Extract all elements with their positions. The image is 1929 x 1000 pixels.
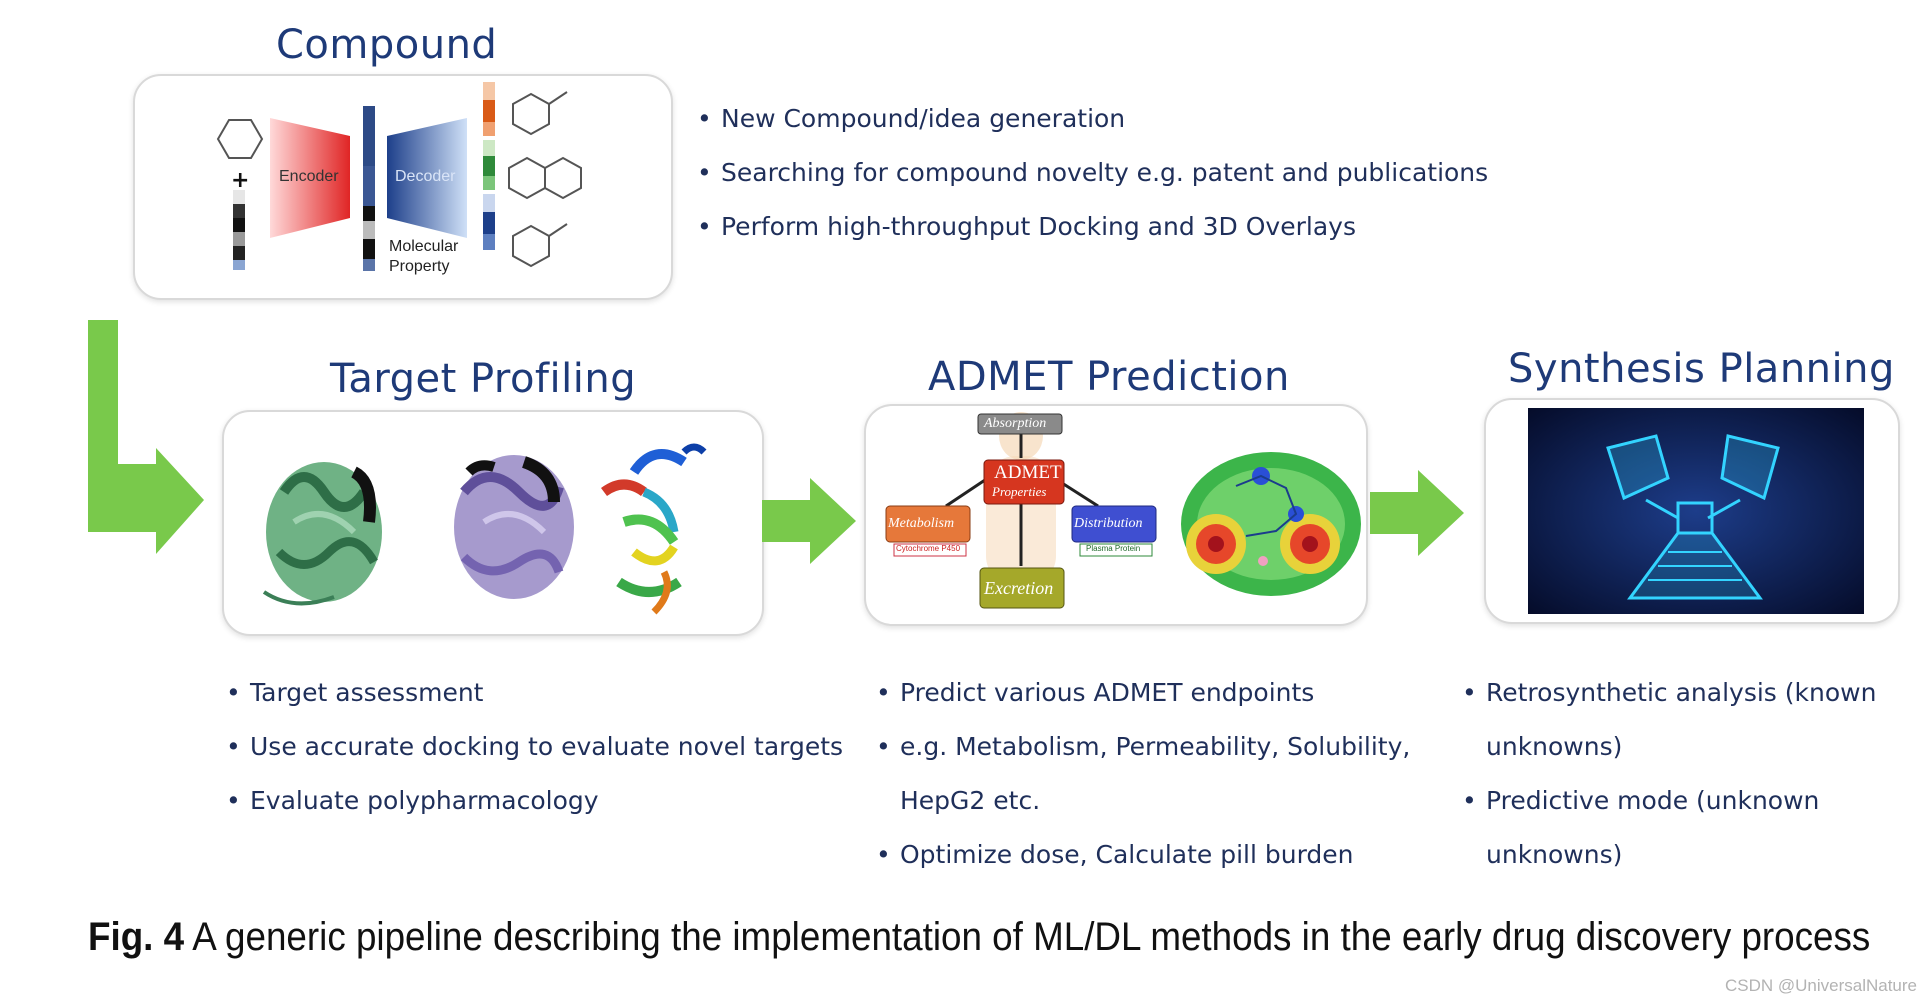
metabolism-label: Metabolism [888,516,955,531]
target-bullets: Target assessment Use accurate docking t… [226,666,843,828]
molecular-surface-icon [1181,452,1361,596]
encoder-label: Encoder [279,168,339,185]
input-fingerprint-bar [233,190,245,270]
admet-bullets: Predict various ADMET endpoints e.g. Met… [876,666,1410,882]
rainbow-protein-icon [601,443,707,615]
latent-vector-bar [363,106,375,271]
green-protein-icon [262,462,382,606]
list-item: Target assessment [226,666,843,720]
list-item: Perform high-throughput Docking and 3D O… [697,200,1488,254]
figure-caption-text: A generic pipeline describing the implem… [184,915,1871,959]
list-item: Use accurate docking to evaluate novel t… [226,720,843,774]
molecular-property-label-line1: Molecular [389,238,459,255]
list-item: HepG2 etc. [900,786,1041,815]
figure-caption: Fig. 4 A generic pipeline describing the… [88,915,1870,960]
list-item: Predictive mode (unknown [1462,774,1876,828]
metabolism-sub-label: Cytochrome P450 [896,544,961,553]
list-item: Evaluate polypharmacology [226,774,843,828]
compound-bullets: New Compound/idea generation Searching f… [697,92,1488,254]
admet-panel: Absorption ADMET Properties Metabolism C… [864,404,1368,626]
synthesis-title: Synthesis Planning [1508,346,1895,392]
output-property-bars [483,82,495,250]
excretion-box [979,567,1065,609]
compound-title: Compound [276,22,498,68]
figure-caption-label: Fig. 4 [88,915,185,959]
protein-structures-graphic [262,443,707,615]
synthesis-panel [1484,398,1900,624]
watermark: CSDN @UniversalNature [1724,976,1917,995]
synthesis-bullets: Retrosynthetic analysis (known unknowns)… [1462,666,1876,882]
list-item: Searching for compound novelty e.g. pate… [697,146,1488,200]
flow-arrow-admet-to-synthesis [1370,470,1464,556]
flow-arrow-target-to-admet [762,478,856,564]
purple-protein-icon [454,455,574,599]
decoder-label: Decoder [395,168,456,185]
excretion-label: Excretion [984,578,1054,598]
distribution-label: Distribution [1074,516,1143,531]
decoder-shape [387,118,467,238]
flow-arrow-compound-to-target [88,320,204,554]
target-panel [222,410,764,636]
list-item: unknowns) [1486,840,1623,869]
compound-plus-sign: + [231,168,250,193]
admet-diagram-graphic [885,412,1361,609]
list-item: Retrosynthetic analysis (known [1462,666,1876,720]
list-item: New Compound/idea generation [697,92,1488,146]
distribution-sub-label: Plasma Protein [1086,544,1141,553]
absorption-box [977,413,1063,435]
list-item: e.g. Metabolism, Permeability, Solubilit… [876,720,1410,774]
list-item: Predict various ADMET endpoints [876,666,1410,720]
admet-label-line2: Properties [992,484,1047,499]
list-item: Optimize dose, Calculate pill burden [876,828,1410,882]
metabolism-box [885,505,971,543]
admet-properties-box [983,459,1065,505]
distribution-box [1071,505,1157,543]
encoder-shape [270,118,350,238]
admet-title: ADMET Prediction [928,354,1290,400]
synthesis-flask-graphic [1528,408,1864,614]
flask-icon [1606,434,1780,600]
admet-label-line1: ADMET [994,462,1062,483]
molecular-property-label-line2: Property [389,258,450,275]
compound-panel: + Encoder Decoder Molecular Property [133,74,673,300]
absorption-label: Absorption [984,416,1047,431]
compound-autoencoder-graphic [216,82,582,271]
list-item: unknowns) [1486,732,1623,761]
output-molecule-icons [508,91,582,268]
benzene-input-icon [216,119,264,159]
target-title: Target Profiling [330,356,637,402]
